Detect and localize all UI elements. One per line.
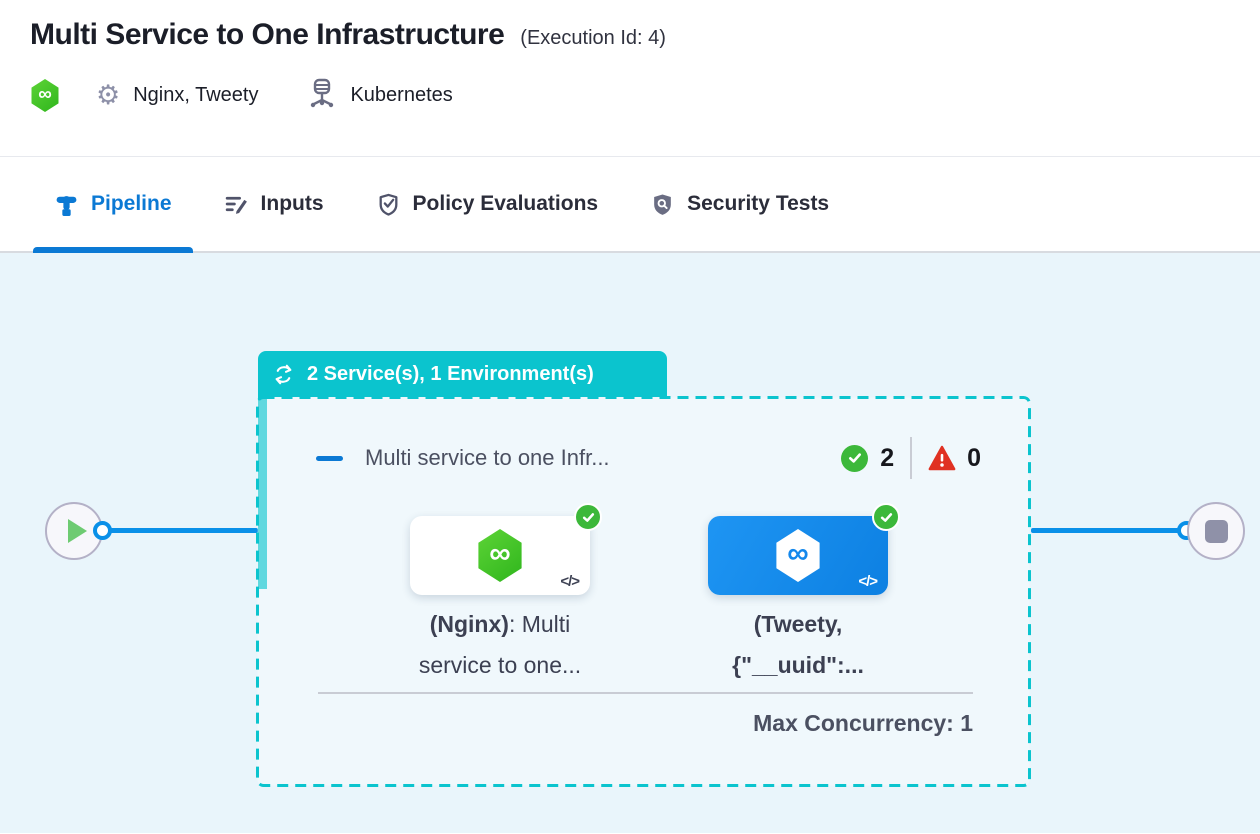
success-check-icon [841,444,869,472]
tab-bar: Pipeline Inputs Policy Evaluations Secur… [0,157,1260,253]
stage-footer-divider [318,692,973,694]
harness-step-icon: ∞ [478,529,522,582]
pipeline-icon [56,195,77,216]
services-label: Nginx, Tweety [133,84,259,106]
security-shield-icon [654,194,671,215]
edge-stage-to-end [1031,528,1186,533]
tab-label: Security Tests [687,192,830,215]
stop-icon [1204,519,1228,543]
inputs-icon [225,196,247,214]
collapse-stage-button[interactable] [316,455,343,461]
tab-label: Pipeline [91,192,172,215]
warning-triangle-icon [928,445,956,471]
service-label-nginx: (Nginx): Multi service to one... [418,611,582,678]
play-icon [67,519,87,543]
harness-service-icon: ∞ [31,79,59,112]
policy-shield-icon [379,193,397,216]
matrix-group-accent-bar [258,397,267,589]
matrix-group-badge[interactable]: 2 Service(s), 1 Environment(s) [258,351,667,397]
tab-policy-evaluations[interactable]: Policy Evaluations [355,157,620,251]
loop-icon [275,364,292,384]
tab-label: Policy Evaluations [412,192,599,215]
success-badge-icon [574,503,602,531]
pipeline-end-node [1187,502,1245,560]
tab-label: Inputs [260,192,324,215]
harness-step-icon: ∞ [776,529,820,582]
code-icon: </> [858,573,878,590]
stage-group-box: Multi service to one Infr... 2 0 ∞ [256,396,1031,787]
infrastructure-label: Kubernetes [350,84,453,106]
execution-id: (Execution Id: 4) [520,27,666,49]
start-node-port [93,521,112,540]
failed-count: 0 [967,443,981,472]
code-icon: </> [560,573,580,590]
tab-pipeline[interactable]: Pipeline [33,157,193,253]
page-title: Multi Service to One Infrastructure [30,18,505,51]
service-node-tweety[interactable]: ∞ </> [708,503,900,595]
tab-security-tests[interactable]: Security Tests [629,157,850,251]
matrix-group-label: 2 Service(s), 1 Environment(s) [307,362,594,385]
success-badge-icon [872,503,900,531]
gear-icon: ⚙ [96,80,121,110]
service-node-nginx[interactable]: ∞ </> [410,503,602,595]
stage-title: Multi service to one Infr... [365,445,610,470]
infrastructure-icon [308,78,336,113]
pipeline-canvas: 2 Service(s), 1 Environment(s) Multi ser… [0,253,1260,833]
count-divider [910,437,913,479]
edge-start-to-stage [102,528,258,533]
tab-inputs[interactable]: Inputs [203,157,345,251]
service-label-tweety: (Tweety, {"__uuid":... [732,611,864,678]
pipeline-start-node [45,502,103,560]
success-count: 2 [880,443,895,472]
max-concurrency-label: Max Concurrency: 1 [753,710,973,736]
execution-header: Multi Service to One Infrastructure (Exe… [0,0,1260,157]
